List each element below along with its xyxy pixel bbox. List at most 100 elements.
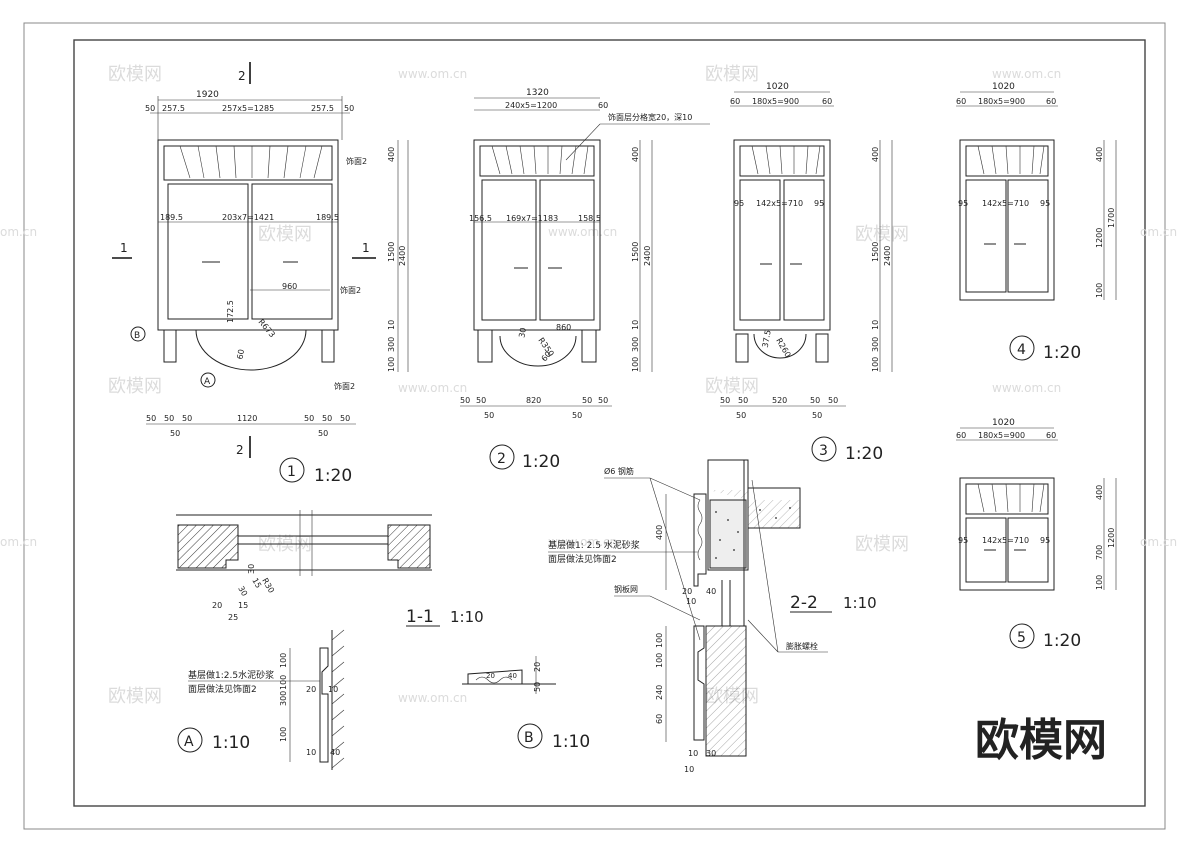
note-anchor-bolt: 膨胀螺栓 <box>786 641 818 651</box>
dimension-label: 158.5 <box>578 214 601 223</box>
watermark-url: www.om.cn <box>548 535 617 549</box>
dimension-label: 60 <box>598 101 608 110</box>
dimension-label: 520 <box>772 396 787 405</box>
dimension-label: 50 <box>322 414 332 423</box>
dimension-label: 860 <box>556 323 571 332</box>
dimension-label: 50 <box>720 396 730 405</box>
dimension-label: 2 <box>497 451 506 467</box>
dimension-label: 1500 <box>871 242 880 262</box>
dimension-label: 960 <box>282 282 297 291</box>
dimension-label: 30 <box>236 585 249 598</box>
dimension-label: 4 <box>1017 342 1026 358</box>
dimension-label: 1:20 <box>1043 343 1081 363</box>
watermark-url: om.cn <box>1140 535 1177 549</box>
dimension-label: 50 <box>736 411 746 420</box>
elevation-5: 1020 60 180x5=900 60 95 142x5=710 95 400… <box>956 418 1117 651</box>
note-rebar: Ø6 钢筋 <box>604 466 634 476</box>
door-leaf-left <box>167 183 249 320</box>
dimension-label: 50 <box>738 396 748 405</box>
dimension-label: A <box>184 734 194 750</box>
dimension-label: 10 <box>686 597 696 606</box>
note-finish: 饰面2 <box>346 156 367 166</box>
section-mark-1-right: 1 <box>362 241 370 255</box>
dimension-label: 50 <box>533 682 542 692</box>
dimension-label: 50 <box>318 429 328 438</box>
dimension-label: 1020 <box>766 82 789 92</box>
elevation-2: 1320 240x5=1200 60 饰面层分格宽20，深10 156.5 16… <box>460 88 710 472</box>
watermark-brand: 欧模网 <box>705 376 759 397</box>
dimension-label: 1020 <box>992 418 1015 428</box>
note-base-layer: 基层做1: 2.5 水泥砂浆 <box>548 539 640 551</box>
dimension-label: 50 <box>812 411 822 420</box>
dimension-label: 100 <box>1095 575 1104 590</box>
watermark-brand: 欧模网 <box>855 224 909 245</box>
section-title: 2-2 <box>790 593 818 613</box>
dimension-label: 30 <box>517 327 528 339</box>
dimension-label: 20 <box>212 601 222 610</box>
dimension-label: 1:20 <box>1043 631 1081 651</box>
dimension-label: 156.5 <box>469 214 492 223</box>
dimension-label: 60 <box>730 97 740 106</box>
dimension-label: 240x5=1200 <box>505 101 557 110</box>
dimension-label: 1:10 <box>212 733 250 753</box>
door-frame <box>157 139 339 331</box>
dimension-label: 2400 <box>883 246 892 266</box>
dimension-label: 60 <box>235 349 246 361</box>
view-number: 1 <box>287 464 296 480</box>
watermark-url: www.om.cn <box>992 67 1061 81</box>
dimension-label: 50 <box>340 414 350 423</box>
dimension-label: 189.5 <box>316 213 339 222</box>
dimension-label: 60 <box>956 431 966 440</box>
dimension-label: 100 <box>655 653 664 668</box>
note-finish-layer: 面层做法见饰面2 <box>188 683 257 695</box>
dimension-label: 10 <box>387 320 396 330</box>
elevation-4: 1020 60 180x5=900 60 95 142x5=710 95 400… <box>956 82 1117 363</box>
dimension-label: 50 <box>164 414 174 423</box>
dimension-label: B <box>134 331 140 341</box>
watermark-brand: 欧模网 <box>108 686 162 707</box>
dimension-label: 1200 <box>1107 528 1116 548</box>
dimension-label: 15 <box>250 577 263 590</box>
dimension-label: 189.5 <box>160 213 183 222</box>
dimension-label: 40 <box>508 672 517 680</box>
dimension-label: 50 <box>828 396 838 405</box>
dimension-label: 300 <box>279 691 288 706</box>
dimension-label: 37.5 <box>761 329 773 348</box>
dimension-label: 25 <box>228 613 238 622</box>
dimension-label: 60 <box>1046 97 1056 106</box>
dimension-label: A <box>204 377 211 387</box>
dimension-label: 400 <box>631 147 640 162</box>
section-title: 1-1 <box>406 607 434 627</box>
dimension-label: 100 <box>655 633 664 648</box>
dimension-label: 50 <box>460 396 470 405</box>
dimension-label: 180x5=900 <box>978 431 1025 440</box>
detail-marker-a <box>200 372 216 388</box>
dimension-label: 20 <box>682 587 692 596</box>
note-groove: 饰面层分格宽20，深10 <box>608 112 692 122</box>
note-finish: 饰面2 <box>334 381 355 391</box>
watermark-url: om.cn <box>1140 225 1177 239</box>
dimension-label: 100 <box>1095 283 1104 298</box>
dimension-label: 50 <box>145 104 155 113</box>
dimension-label: 50 <box>582 396 592 405</box>
dimension-label: 300 <box>387 337 396 352</box>
watermark-brand: 欧模网 <box>855 534 909 555</box>
dimension-label: 50 <box>146 414 156 423</box>
watermark-url: om.cn <box>0 535 37 549</box>
inner-border <box>73 39 1146 807</box>
elevation-1: 2 1920 50 257.5 257x5=1285 257.5 50 189.… <box>112 62 409 486</box>
dimension-label: 50 <box>572 411 582 420</box>
dimension-label: 10 <box>684 765 694 774</box>
dimension-label: 100 <box>279 675 288 690</box>
watermark-url: www.om.cn <box>398 381 467 395</box>
note-finish-layer: 面层做法见饰面2 <box>548 553 617 565</box>
watermarks: 欧模网 www.om.cn 欧模网 www.om.cn om.cn 欧模网 ww… <box>0 64 1177 707</box>
dimension-label: R260 <box>774 337 792 360</box>
dimension-label: 257.5 <box>311 104 334 113</box>
dimension-label: 60 <box>1046 431 1056 440</box>
dimension-label: 1700 <box>1107 208 1116 228</box>
watermark-url: www.om.cn <box>548 225 617 239</box>
dimension-label: 30 <box>247 564 256 574</box>
dimension-label: 95 <box>958 536 968 545</box>
